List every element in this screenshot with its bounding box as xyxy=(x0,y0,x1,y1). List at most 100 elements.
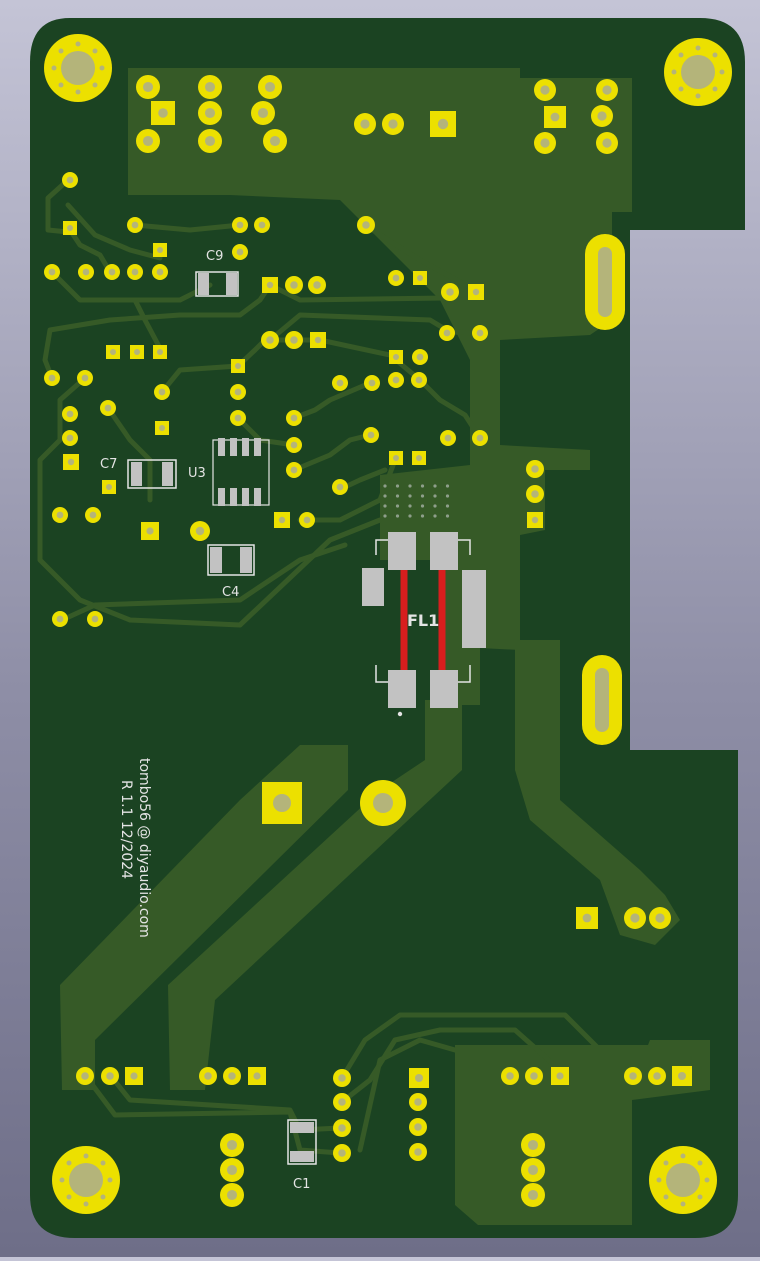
label-u3: U3 xyxy=(188,466,206,481)
pad-drill xyxy=(234,388,242,396)
mounting-hole-top-right xyxy=(664,38,732,106)
pad-drill xyxy=(540,85,550,95)
pad-drill xyxy=(269,135,281,147)
pad-drill xyxy=(416,455,422,461)
pad-drill xyxy=(531,516,539,524)
pad-drill xyxy=(446,288,454,296)
pad-drill xyxy=(602,85,612,95)
pad-drill xyxy=(266,281,274,289)
pad-drill xyxy=(392,274,400,282)
through-hole-pads xyxy=(44,75,671,1207)
silkscreen-credit: tombo56 @ diyaudio.com R 1.1 12/2024 xyxy=(118,758,152,938)
pad-drill xyxy=(106,484,112,490)
pad-drill xyxy=(338,1149,346,1157)
pad-drill xyxy=(258,221,266,229)
pad-drill xyxy=(597,111,607,121)
large-pads xyxy=(262,780,406,826)
thermal-via xyxy=(408,484,412,488)
thermal-via xyxy=(383,494,387,498)
thermal-via xyxy=(383,514,387,518)
ic-u3 xyxy=(212,438,270,506)
pad-drill xyxy=(336,483,344,491)
pad-drill xyxy=(393,455,399,461)
thermal-via xyxy=(420,504,425,508)
thermal-via xyxy=(445,484,450,488)
pad-drill xyxy=(226,1189,238,1201)
pad-drill xyxy=(236,221,244,229)
capacitor-c4 xyxy=(207,544,255,576)
pad-drill xyxy=(156,268,164,276)
pad-drill xyxy=(415,1074,423,1082)
thermal-via xyxy=(433,494,437,498)
mounting-hole-bottom-left xyxy=(52,1146,120,1214)
pad-drill xyxy=(540,138,550,148)
pad-drill xyxy=(527,1139,539,1151)
pad-drill xyxy=(531,465,539,473)
pad-drill xyxy=(290,336,298,344)
thermal-via xyxy=(395,514,400,518)
pad-drill xyxy=(550,112,560,122)
pad-drill xyxy=(234,414,242,422)
pad-drill xyxy=(527,1189,539,1201)
pad-drill xyxy=(131,221,139,229)
thermal-via xyxy=(445,514,450,518)
pad-drill xyxy=(195,526,205,536)
capacitor-c1 xyxy=(287,1119,317,1165)
label-c4: C4 xyxy=(222,585,239,600)
pad-drill xyxy=(106,1072,114,1080)
pad-drill xyxy=(582,913,592,923)
pad-drill xyxy=(91,615,99,623)
pad-drill xyxy=(142,135,154,147)
pad-drill xyxy=(414,1123,422,1131)
thermal-via xyxy=(433,514,437,518)
pad-drill xyxy=(108,268,116,276)
pad-drill xyxy=(236,248,244,256)
pad-drill xyxy=(556,1072,564,1080)
pad-drill xyxy=(89,511,97,519)
thermal-via xyxy=(408,514,412,518)
thermal-via xyxy=(445,494,450,498)
pad-drill xyxy=(48,268,56,276)
pad-drill xyxy=(56,511,64,519)
pad-drill xyxy=(367,431,375,439)
pad-drill xyxy=(48,374,56,382)
pad-drill xyxy=(388,119,398,129)
copper-trace-left xyxy=(60,745,348,1090)
pad-drill xyxy=(416,353,424,361)
pad-drill xyxy=(530,1072,538,1080)
pad-drill xyxy=(66,410,74,418)
pad-drill xyxy=(414,1148,422,1156)
pad-drill xyxy=(290,466,298,474)
pad-drill xyxy=(362,221,370,229)
pad-drill xyxy=(266,336,274,344)
silkscreen-labels: C9 C7 U3 C4 FL1 C1 xyxy=(100,249,439,1192)
pad-drill xyxy=(303,516,311,524)
slot-pads xyxy=(582,234,625,745)
pad-drill xyxy=(131,268,139,276)
pad-drill xyxy=(226,1164,238,1176)
pad-drill xyxy=(204,107,216,119)
thermal-via xyxy=(433,484,437,488)
pad-drill xyxy=(235,363,241,369)
capacitor-c7 xyxy=(127,459,177,489)
pad-drill xyxy=(338,1074,346,1082)
pad-drill xyxy=(368,379,376,387)
pad-drill xyxy=(630,913,640,923)
pad-drill xyxy=(313,281,321,289)
thermal-via xyxy=(408,504,412,508)
thermal-via xyxy=(420,494,425,498)
pad-drill xyxy=(360,119,370,129)
pad-drill xyxy=(81,1072,89,1080)
pad-drill xyxy=(204,135,216,147)
pad-drill xyxy=(678,1072,686,1080)
copper-pour-top xyxy=(128,68,632,705)
pad-drill xyxy=(417,275,423,281)
pad-drill xyxy=(204,81,216,93)
pad-drill xyxy=(629,1072,637,1080)
pad-drill xyxy=(338,1124,346,1132)
pad-drill xyxy=(134,349,140,355)
pad-drill xyxy=(531,490,539,498)
mounting-hole-bottom-right xyxy=(649,1146,717,1214)
pad-drill xyxy=(290,281,298,289)
